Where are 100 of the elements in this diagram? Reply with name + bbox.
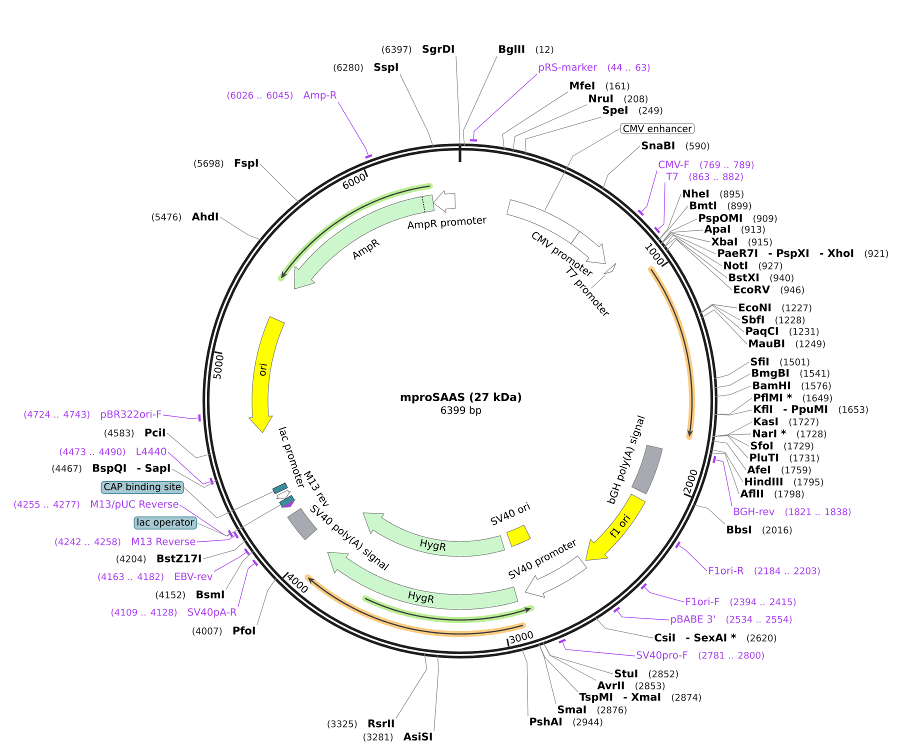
site-label: (5476) AhdI <box>152 212 218 222</box>
site-label: BglII (12) <box>499 44 554 56</box>
site-label: NarI * (1728) <box>753 430 826 438</box>
leader-line <box>542 642 614 674</box>
leader-line <box>180 504 230 536</box>
leader-line <box>525 116 602 155</box>
site-label: BbsI (2016) <box>727 525 792 535</box>
leader-line <box>434 655 439 732</box>
site-label: SfiI (1501) <box>750 357 810 367</box>
leader-line <box>338 102 369 156</box>
feature-box <box>279 495 295 508</box>
primer-mark <box>252 559 258 566</box>
primer-mark <box>470 139 478 142</box>
primer-label: BGH-rev (1821 .. 1838) <box>734 508 851 516</box>
primer-label: F1ori-R (2184 .. 2203) <box>709 566 820 576</box>
leader-line <box>664 238 728 278</box>
site-label: (4152) BsmI <box>156 590 224 600</box>
leader-line <box>666 239 732 290</box>
label-box: CMV enhancer <box>620 122 695 134</box>
site-label: BmgBI (1541) <box>752 369 830 379</box>
site-label: SmaI (2876) <box>558 706 626 714</box>
site-label: MfeI (161) <box>570 81 630 91</box>
feature-band <box>604 263 616 274</box>
leader-line <box>710 449 744 482</box>
primer-mark <box>637 209 644 216</box>
leader-line <box>473 74 538 140</box>
site-label: PaeR7I - PspXI - XhoI (921) <box>718 248 888 260</box>
site-label: (6397) SgrDI <box>382 44 454 56</box>
leader-line <box>184 487 274 518</box>
leader-line <box>196 535 236 542</box>
primer-label: F1ori-F (2394 .. 2415) <box>686 598 796 606</box>
scale-number: 5000 <box>213 355 224 380</box>
site-label: (4467) BspQI - SapI <box>52 464 170 474</box>
leader-line <box>594 617 654 638</box>
leader-line <box>166 432 211 458</box>
scale-number: 2000 <box>683 470 698 494</box>
site-label: NotI (927) <box>724 262 782 270</box>
primer-label: (6026 .. 6045) Amp-R <box>227 91 337 101</box>
primer-label: (4242 .. 4258) M13 Reverse <box>55 538 196 546</box>
primer-label: SV40pro-F (2781 .. 2800) <box>636 651 764 661</box>
site-label: AvrII (2853) <box>597 682 665 690</box>
leader-line <box>641 170 658 212</box>
leader-line <box>538 643 556 705</box>
site-label: HindIII (1795) <box>745 477 824 487</box>
leader-line <box>660 234 716 254</box>
leader-line <box>260 164 300 203</box>
leader-line <box>542 642 596 681</box>
leader-line <box>678 545 708 572</box>
site-label: PluTI (1731) <box>750 453 819 463</box>
site-label: (4583) PciI <box>104 428 165 438</box>
primer-mark <box>712 456 716 464</box>
site-label: PaqCI (1231) <box>746 327 819 337</box>
site-label: KasI (1727) <box>754 418 818 426</box>
leader-line <box>256 578 277 626</box>
primer-label: (4473 .. 4490) L4440 <box>60 448 166 456</box>
primer-mark <box>674 541 681 548</box>
site-label: SbfI (1228) <box>742 315 805 325</box>
site-label: (3281) AsiSI <box>364 732 432 742</box>
leader-line <box>660 218 698 244</box>
leader-line <box>658 194 682 241</box>
primer-label: (4724 .. 4743) pBR322ori-F <box>24 410 162 420</box>
plasmid-size: 6399 bp <box>441 406 482 416</box>
site-label: AfeI (1759) <box>747 465 811 475</box>
primer-label: (4163 .. 4182) EBV-rev <box>98 572 213 582</box>
site-label: KflI - PpuMI (1653) <box>754 404 868 416</box>
primer-label: (4255 .. 4277) M13/pUC Reverse <box>14 500 178 510</box>
leader-line <box>692 504 726 525</box>
primer-mark <box>228 530 234 538</box>
leader-line <box>226 550 254 590</box>
site-label: PflMI * (1649) <box>754 393 832 403</box>
leader-line <box>214 552 246 572</box>
leader-line <box>462 56 498 146</box>
leader-line <box>700 304 740 320</box>
leader-line <box>562 642 636 656</box>
leader-line <box>512 104 588 152</box>
leader-line <box>714 362 750 380</box>
primer-label: pBABE 3' (2534 .. 2554) <box>671 615 792 625</box>
leader-line <box>715 459 732 507</box>
site-label: PspOMI (909) <box>699 214 777 224</box>
primer-mark <box>365 154 372 159</box>
leader-line <box>714 374 750 388</box>
leader-line <box>644 586 684 602</box>
site-label: EcoNI (1227) <box>739 304 812 312</box>
primer-mark <box>210 478 214 485</box>
leader-line <box>162 414 199 419</box>
leader-line <box>544 128 620 211</box>
plasmid-name: mproSAAS (27 kDa) <box>400 392 522 404</box>
label-box: lac operator <box>134 516 197 530</box>
site-label: NruI (208) <box>589 94 648 104</box>
leader-line <box>538 643 578 692</box>
site-label: PshAI (2944) <box>530 717 602 727</box>
primer-mark <box>654 226 660 234</box>
leader-line <box>521 648 528 717</box>
leader-line <box>658 182 666 230</box>
leader-line <box>712 435 748 458</box>
site-label: CsiI - SexAI * (2620) <box>654 633 776 643</box>
site-label: BstXI (940) <box>729 274 794 282</box>
leader-line <box>701 310 748 344</box>
primer-mark <box>640 583 648 590</box>
leader-line <box>658 206 688 241</box>
